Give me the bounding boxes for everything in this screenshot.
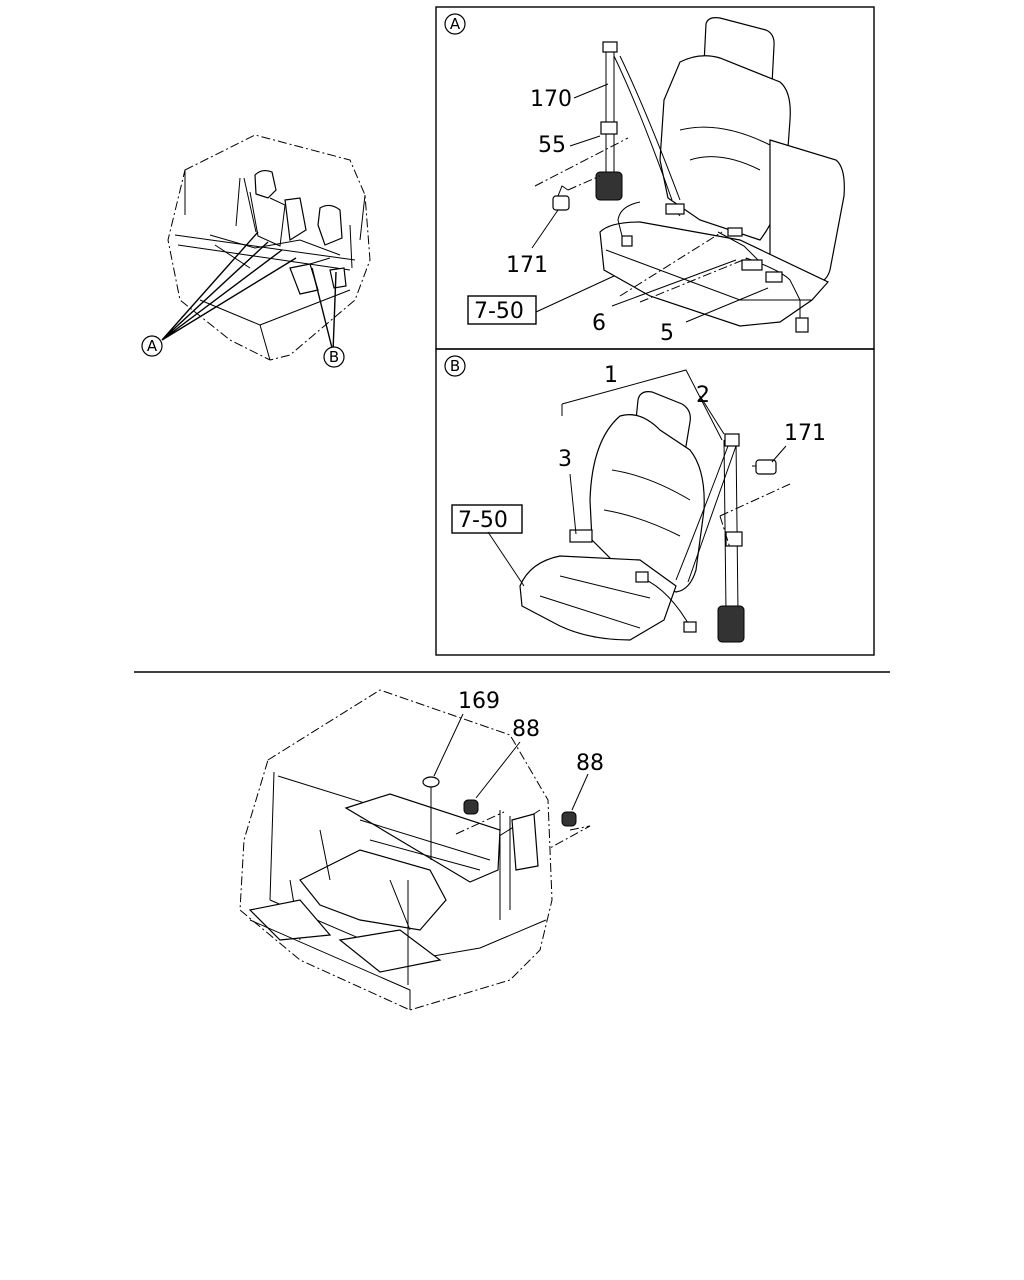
part-6: 6 — [592, 311, 606, 336]
panel-a-marker: A — [450, 15, 461, 33]
cab-floor-assembly: 169 88 88 — [239, 689, 604, 1011]
callout-a-label: A — [147, 337, 158, 355]
part-3: 3 — [558, 447, 572, 472]
part-88-a: 88 — [512, 717, 540, 742]
part-2: 2 — [696, 383, 710, 408]
part-55: 55 — [538, 133, 566, 158]
part-170: 170 — [530, 87, 572, 112]
part-5: 5 — [660, 321, 674, 346]
part-171-b: 171 — [784, 421, 826, 446]
part-ref-7-50: 7-50 — [474, 299, 524, 324]
panel-b-marker: B — [450, 357, 460, 375]
part-169: 169 — [458, 689, 500, 714]
panel-b: B 1 2 171 3 7-50 — [435, 348, 875, 656]
part-88-b: 88 — [576, 751, 604, 776]
part-1: 1 — [604, 363, 618, 388]
cab-overview: A B — [141, 134, 371, 368]
callout-b-label: B — [329, 348, 339, 366]
part-ref-7-50-b: 7-50 — [458, 508, 508, 533]
panel-a: A 170 55 — [435, 6, 875, 350]
part-171: 171 — [506, 253, 548, 278]
